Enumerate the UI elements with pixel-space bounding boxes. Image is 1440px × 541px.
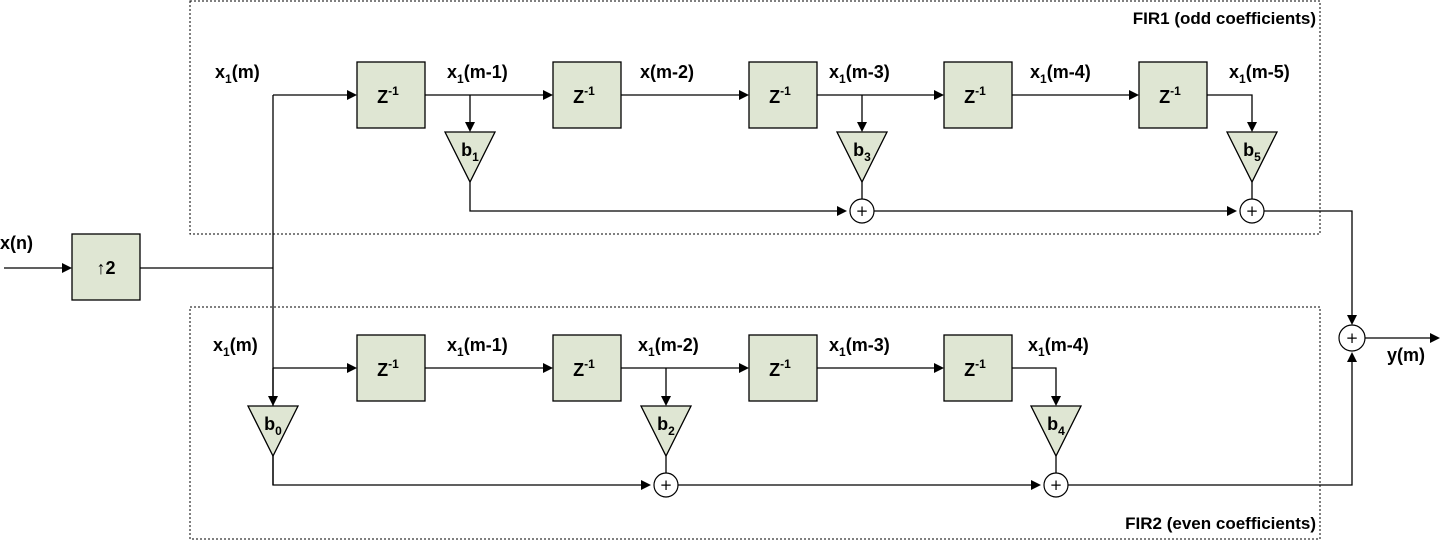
fir1-input-arrowhead [347, 90, 357, 100]
fir1-tap-label: x1(m-1) [447, 62, 508, 86]
fir2-tap-label: x1(m) [213, 335, 258, 359]
svg-text:+: + [1346, 329, 1359, 347]
svg-text:Z-1: Z-1 [573, 84, 595, 107]
fir2-frame [189, 306, 1321, 540]
fir2-tap-label: x1(m-2) [638, 335, 699, 359]
fir2-coefficient-b4: b4 [1029, 405, 1083, 458]
fir2-delay-4: Z-1 [943, 334, 1013, 402]
fir1-coefficient-b1: b1 [443, 131, 497, 184]
fir2-title: FIR2 (even coefficients) [1125, 514, 1316, 533]
svg-text:+: + [1246, 202, 1259, 220]
svg-text:Z-1: Z-1 [1159, 84, 1181, 107]
svg-text:Z-1: Z-1 [573, 357, 595, 380]
fir2-tap-label: x1(m-1) [447, 335, 508, 359]
fir1-tap-label: x1(m) [215, 62, 260, 86]
fir1-tap-label: x1(m-4) [1030, 62, 1091, 86]
svg-text:b1: b1 [461, 140, 479, 164]
fir2-delay-3: Z-1 [748, 334, 818, 402]
fir2-tap-label: x1(m-3) [829, 335, 890, 359]
fir2-coefficient-b2: b2 [639, 405, 693, 458]
fir1-tap-label: x1(m-5) [1229, 62, 1290, 86]
upsampler-block [71, 233, 141, 301]
svg-text:Z-1: Z-1 [964, 357, 986, 380]
fir2-delay-2: Z-1 [552, 334, 622, 402]
svg-text:+: + [660, 476, 673, 494]
svg-text:b3: b3 [853, 140, 871, 164]
input-arrowhead [62, 263, 72, 273]
svg-text:Z-1: Z-1 [377, 357, 399, 380]
svg-text:+: + [1050, 476, 1063, 494]
fir1-title: FIR1 (odd coefficients) [1133, 9, 1316, 28]
svg-text:+: + [856, 202, 869, 220]
fir2-coefficient-b0: b0 [246, 405, 300, 458]
fir1-delay-2: Z-1 [552, 61, 622, 129]
fir1-coefficient-b3: b3 [835, 131, 889, 184]
svg-text:Z-1: Z-1 [769, 357, 791, 380]
fir1-delay-3: Z-1 [748, 61, 818, 129]
fir1-tap-label: x(m-2) [640, 62, 694, 82]
svg-text:b5: b5 [1243, 140, 1261, 164]
svg-text:b2: b2 [657, 414, 675, 438]
output-label: y(m) [1387, 345, 1425, 365]
svg-text:Z-1: Z-1 [769, 84, 791, 107]
fir1-delay-5: Z-1 [1138, 61, 1208, 129]
fir1-delay-1: Z-1 [356, 61, 426, 129]
svg-text:b0: b0 [264, 414, 282, 438]
input-label: x(n) [0, 233, 33, 253]
fir2-tap-label: x1(m-4) [1028, 335, 1089, 359]
fir1-tap-label: x1(m-3) [829, 62, 890, 86]
fir1-coefficient-b5: b5 [1225, 131, 1279, 184]
svg-text:Z-1: Z-1 [377, 84, 399, 107]
fir2-delay-1: Z-1 [356, 334, 426, 402]
fir1-frame [189, 0, 1321, 235]
svg-text:Z-1: Z-1 [964, 84, 986, 107]
upsampler-label: ↑2 [96, 258, 115, 278]
svg-text:b4: b4 [1047, 414, 1065, 438]
fir1-delay-4: Z-1 [943, 61, 1013, 129]
